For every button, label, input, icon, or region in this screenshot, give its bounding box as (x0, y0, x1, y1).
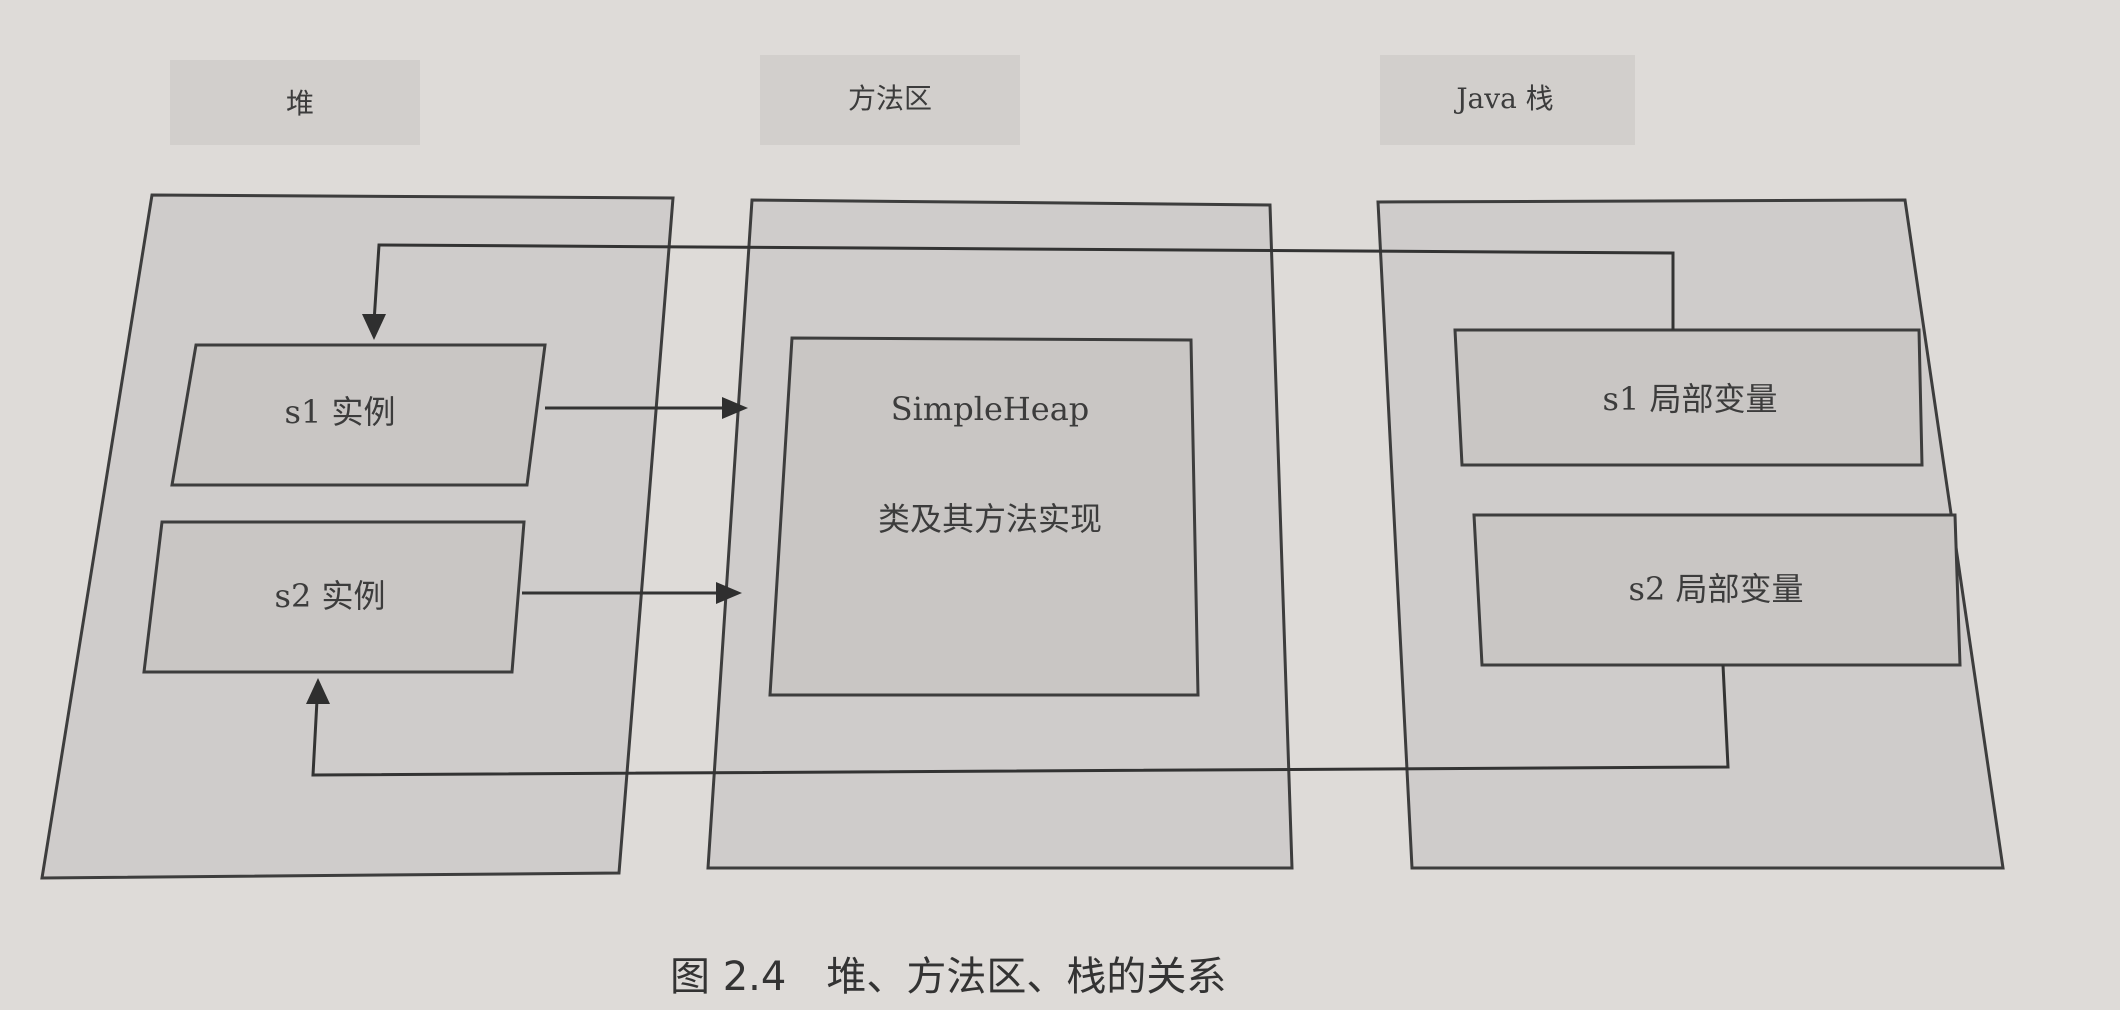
s1-local-label: s1 局部变量 (1603, 380, 1778, 418)
header-method-area: 方法区 (848, 82, 932, 115)
s2-instance-label: s2 实例 (275, 577, 386, 615)
s1-local-variable-box (1453, 328, 1924, 467)
s2-local-variable-box (1472, 513, 1962, 667)
arrowhead-s1-to-class (722, 397, 748, 419)
s1-instance-label: s1 实例 (285, 393, 396, 431)
class-name-label: SimpleHeap (891, 390, 1090, 428)
header-bg-heap (170, 60, 420, 145)
edge-s1-local-to-instance (372, 243, 1675, 330)
header-bg-java-stack (1380, 55, 1635, 145)
class-desc-label: 类及其方法实现 (878, 500, 1102, 538)
edge-s2-local-to-instance (311, 664, 1730, 777)
arrowhead-s2-local-to-instance (306, 678, 330, 704)
figure-caption: 图 2.4 堆、方法区、栈的关系 (670, 954, 1226, 1000)
header-heap: 堆 (286, 87, 314, 120)
arrowhead-s2-to-class (716, 582, 742, 604)
s2-local-label: s2 局部变量 (1629, 570, 1804, 608)
header-java-stack: Java 栈 (1453, 82, 1553, 115)
s2-instance-box (142, 520, 526, 674)
s1-instance-box (170, 343, 547, 487)
arrowhead-s1-local-to-instance (362, 314, 386, 340)
simpleheap-class-box (768, 336, 1200, 697)
header-bg-method-area (760, 55, 1020, 145)
